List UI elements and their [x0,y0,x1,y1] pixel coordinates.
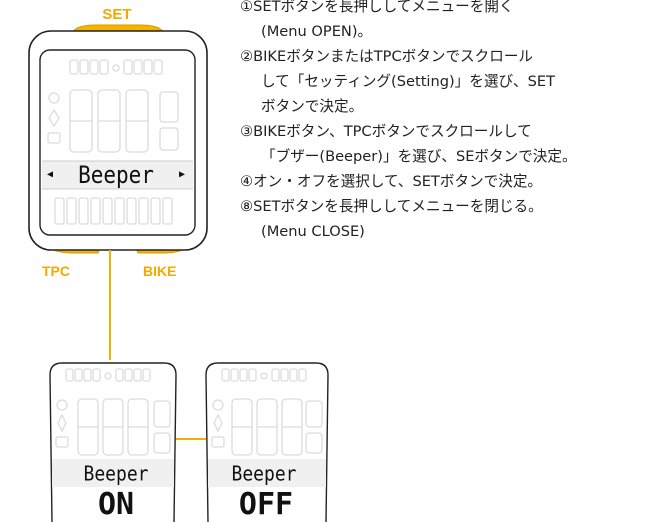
instruction-line: ⑧SETボタンを長押ししてメニューを閉じる。 [240,198,543,215]
connector-line-horizontal [176,438,206,440]
set-button-label: SET [102,6,132,23]
connector-line-lower [109,300,111,360]
screen-on-frame [49,362,177,522]
instructions: ①SETボタンを長押ししてメニューを開く (Menu OPEN)。 ②BIKEボ… [240,0,655,244]
screen-off-value: OFF [238,487,294,522]
screen-off-frame [205,362,329,522]
instruction-line: ①SETボタンを長押ししてメニューを開く [240,0,514,15]
cycle-computer-device [28,24,208,300]
screen-on-value: ON [97,487,135,522]
screen-on-title: Beeper [83,462,149,487]
instruction-line: ②BIKEボタンまたはTPCボタンでスクロール [240,48,534,65]
left-arrow-icon: ◀ [46,169,54,180]
instruction-line: して「セッティング(Setting)」を選び、SET [261,73,556,90]
instruction-line: 「ブザー(Beeper)」を選び、SEボタンで決定。 [261,148,577,165]
instruction-line: ボタンで決定。 [261,98,364,115]
device-screen-text: Beeper [78,161,154,189]
instruction-line: (Menu OPEN)。 [261,23,373,40]
instruction-line: ③BIKEボタン、TPCボタンでスクロールして [240,123,532,140]
bike-button-label: BIKE [143,263,177,279]
instruction-line: (Menu CLOSE) [261,223,365,240]
screen-off-title: Beeper [231,462,297,487]
right-arrow-icon: ▶ [178,169,186,180]
instruction-line: ④オン・オフを選択して、SETボタンで決定。 [240,173,543,190]
tpc-button-label: TPC [42,263,70,279]
bottom-screens [49,362,329,522]
